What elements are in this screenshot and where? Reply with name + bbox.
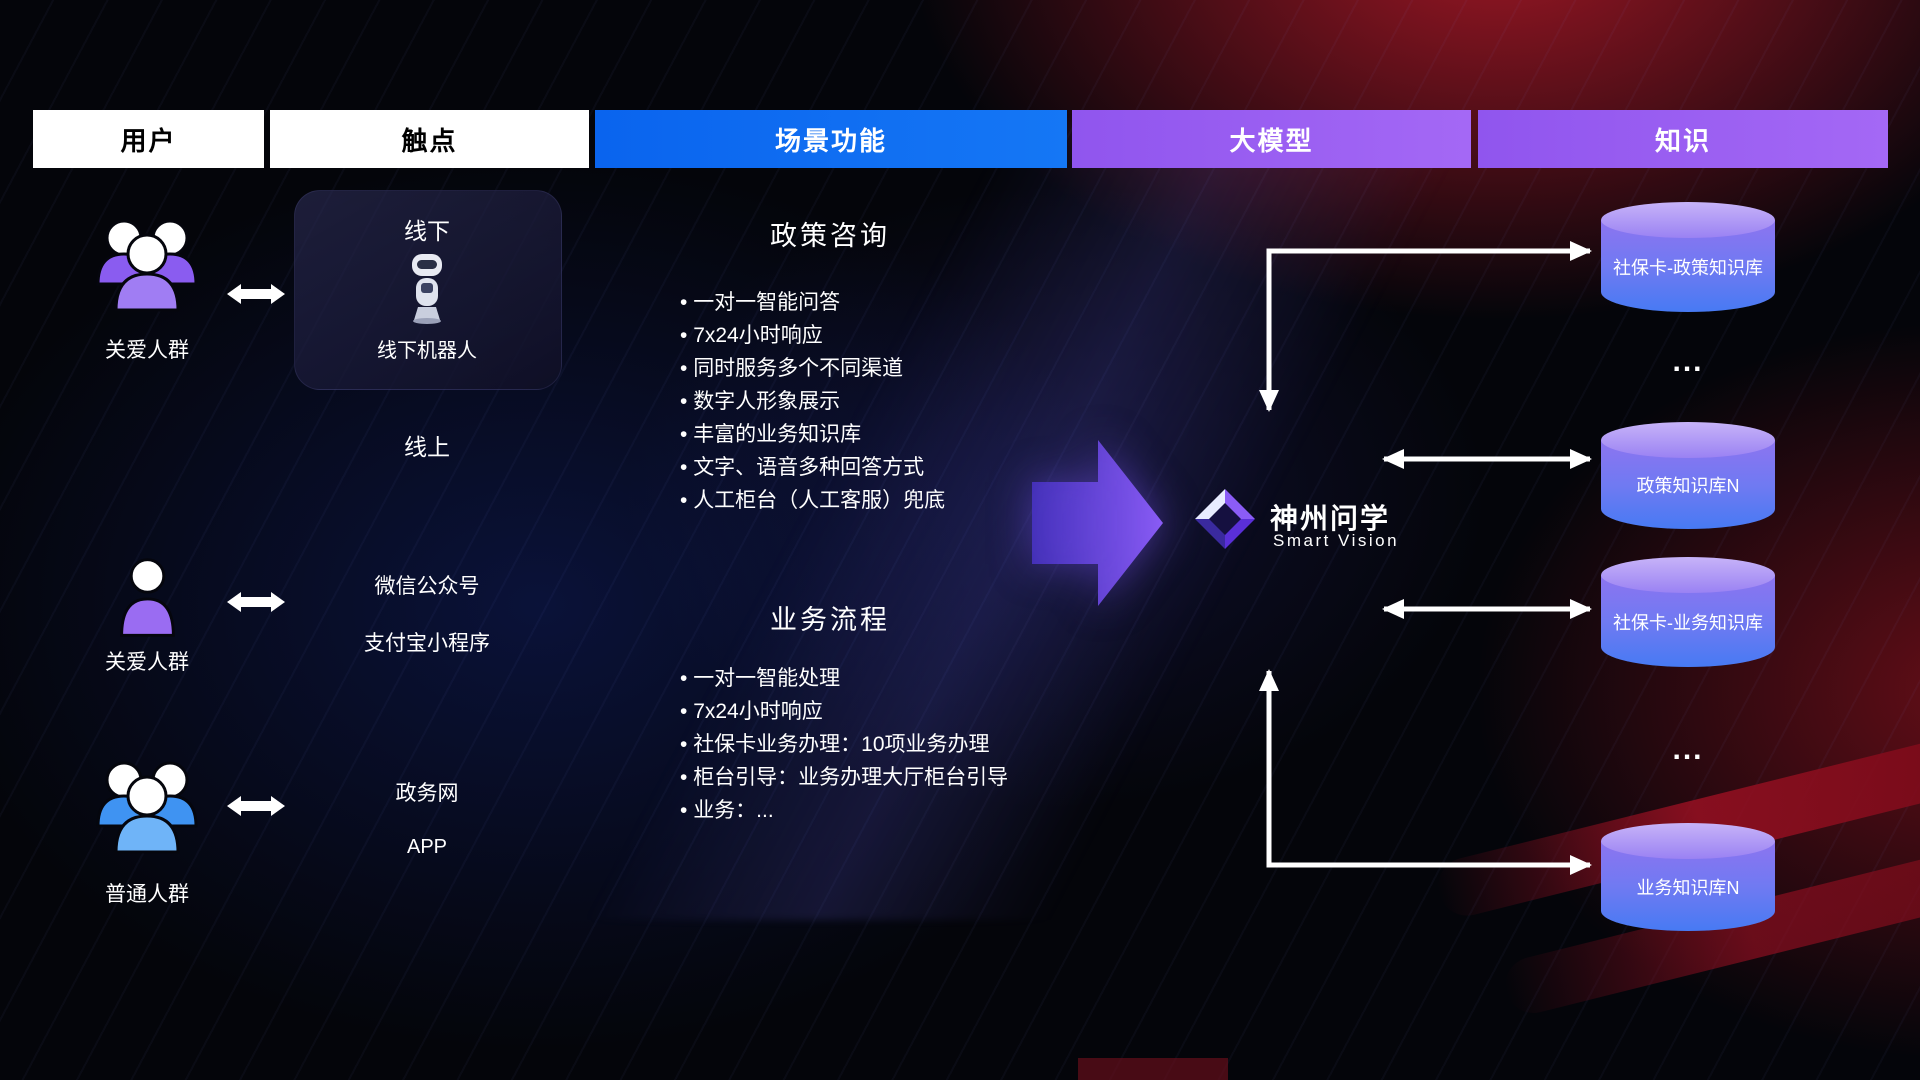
ellipsis-more-dbs: ...	[1672, 345, 1704, 378]
bidirectional-arrow-icon	[227, 281, 285, 312]
offline-title: 线下	[404, 218, 450, 244]
list-item: 业务：...	[680, 800, 1008, 821]
header-tab-knowledge: 知识	[1478, 110, 1888, 168]
online-channel-alipay: 支付宝小程序	[364, 632, 490, 655]
list-item: 人工柜台（人工客服）兜底	[680, 490, 945, 511]
list-item: 柜台引导：业务办理大厅柜台引导	[680, 767, 1008, 788]
robot-icon	[404, 252, 450, 329]
knowledge-db-business-ssc: 社保卡-业务知识库	[1601, 557, 1775, 667]
brand-subtitle: Smart Vision	[1273, 531, 1400, 550]
knowledge-db-policy-n: 政策知识库N	[1601, 422, 1775, 529]
user-row-label: 普通人群	[105, 883, 189, 906]
header-tab-large-model: 大模型	[1072, 110, 1471, 168]
list-item: 一对一智能问答	[680, 292, 945, 313]
people-group-purple-icon	[86, 212, 208, 321]
db-label: 业务知识库N	[1636, 877, 1740, 898]
diagonal-light-beam	[400, 120, 1660, 920]
diamond-logo-icon	[1193, 487, 1257, 556]
business-process-title: 业务流程	[770, 605, 890, 635]
db-label: 政策知识库N	[1636, 476, 1740, 497]
online-channel-app: APP	[406, 836, 448, 858]
people-group-blue-icon	[86, 754, 208, 863]
policy-consulting-title: 政策咨询	[770, 221, 890, 251]
brand-name: 神州问学	[1270, 503, 1391, 534]
ellipsis-more-dbs: ...	[1672, 733, 1704, 766]
red-bottom-accent	[1078, 1058, 1228, 1080]
header-tab-scenario-functions: 场景功能	[595, 110, 1067, 168]
business-process-list: 一对一智能处理 7x24小时响应 社保卡业务办理：10项业务办理 柜台引导：业务…	[680, 668, 1008, 833]
header-tab-users: 用户	[33, 110, 264, 168]
offline-robot-label: 线下机器人	[377, 340, 477, 362]
bidirectional-arrow-icon	[227, 793, 285, 824]
knowledge-db-business-n: 业务知识库N	[1601, 823, 1775, 931]
online-channel-wechat: 微信公众号	[374, 575, 480, 598]
bidirectional-arrow-icon	[227, 589, 285, 620]
list-item: 社保卡业务办理：10项业务办理	[680, 734, 1008, 755]
header-tab-touchpoints: 触点	[270, 110, 589, 168]
list-item: 7x24小时响应	[680, 701, 1008, 722]
db-label: 社保卡-政策知识库	[1613, 257, 1763, 278]
online-title: 线上	[404, 434, 450, 460]
online-channel-gov-web: 政务网	[395, 782, 459, 805]
person-purple-icon	[114, 556, 181, 643]
list-item: 同时服务多个不同渠道	[680, 358, 945, 379]
policy-consulting-list: 一对一智能问答 7x24小时响应 同时服务多个不同渠道 数字人形象展示 丰富的业…	[680, 292, 945, 523]
big-right-arrow-icon	[1032, 428, 1164, 623]
knowledge-db-policy-ssc: 社保卡-政策知识库	[1601, 202, 1775, 312]
list-item: 一对一智能处理	[680, 668, 1008, 689]
user-row-label: 关爱人群	[105, 651, 189, 674]
list-item: 丰富的业务知识库	[680, 424, 945, 445]
list-item: 7x24小时响应	[680, 325, 945, 346]
list-item: 数字人形象展示	[680, 391, 945, 412]
user-row-label: 关爱人群	[105, 339, 189, 362]
list-item: 文字、语音多种回答方式	[680, 457, 945, 478]
db-label: 社保卡-业务知识库	[1613, 612, 1763, 633]
